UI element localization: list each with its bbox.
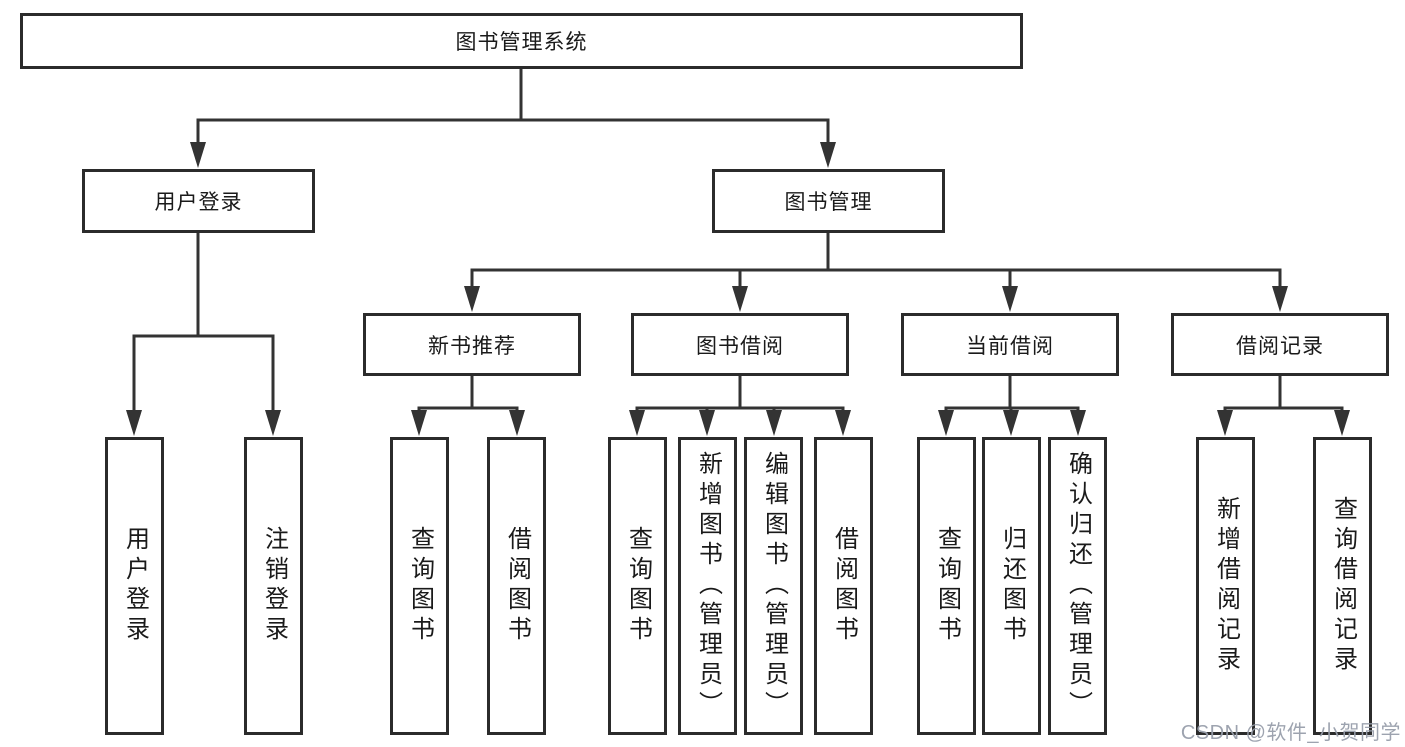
node-borrowing-records: 借阅记录: [1171, 313, 1389, 376]
leaf-logout: 注销登录: [244, 437, 303, 735]
leaf-query-books-borrow: 查询图书: [608, 437, 667, 735]
leaf-add-borrow-record: 新增借阅记录: [1196, 437, 1255, 735]
node-new-book-recommendation: 新书推荐: [363, 313, 581, 376]
node-current-borrowing: 当前借阅: [901, 313, 1119, 376]
node-user-login: 用户登录: [82, 169, 315, 233]
leaf-edit-book-admin: 编辑图书（管理员）: [744, 437, 803, 735]
leaf-query-books-recommend: 查询图书: [390, 437, 449, 735]
leaf-query-books-current: 查询图书: [917, 437, 976, 735]
leaf-return-book: 归还图书: [982, 437, 1041, 735]
leaf-user-login: 用户登录: [105, 437, 164, 735]
node-library-management-system: 图书管理系统: [20, 13, 1023, 69]
leaf-borrow-books-recommend: 借阅图书: [487, 437, 546, 735]
leaf-query-borrow-record: 查询借阅记录: [1313, 437, 1372, 735]
node-book-borrowing: 图书借阅: [631, 313, 849, 376]
leaf-borrow-books: 借阅图书: [814, 437, 873, 735]
csdn-watermark: CSDN @软件_小贺同学: [1180, 722, 1401, 744]
leaf-add-book-admin: 新增图书（管理员）: [678, 437, 737, 735]
node-book-management: 图书管理: [712, 169, 945, 233]
leaf-confirm-return-admin: 确认归还（管理员）: [1048, 437, 1107, 735]
